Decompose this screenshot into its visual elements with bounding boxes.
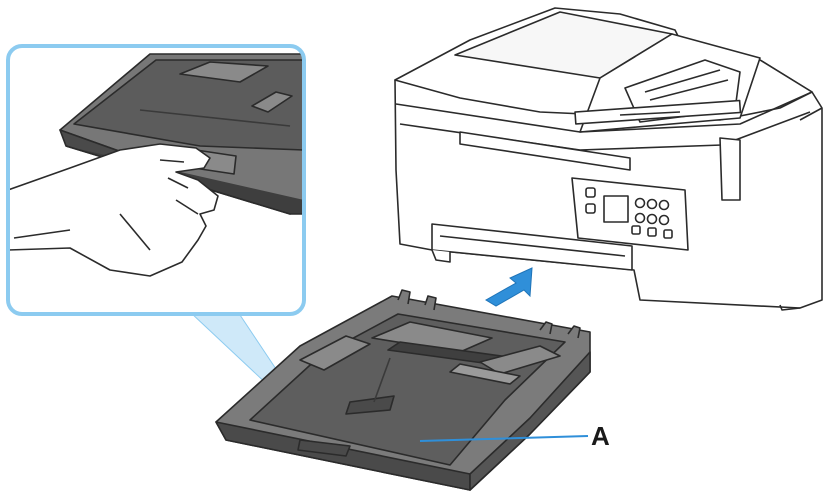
panel-buttons [585, 187, 673, 239]
callout-label-a: A [591, 421, 610, 451]
zoom-detail [6, 44, 306, 316]
printer [394, 7, 823, 311]
output-slot [459, 131, 631, 171]
control-panel [571, 177, 689, 251]
arrow-insert-icon [485, 267, 533, 307]
cassette-slot [431, 223, 633, 271]
hand [8, 143, 219, 277]
lcd-screen [603, 195, 629, 223]
paper-guide-left [299, 335, 371, 371]
paper-cassette [215, 289, 591, 491]
zoom-frame [6, 44, 306, 316]
adf-slot [574, 99, 742, 125]
callout-leader [419, 435, 589, 442]
cassette-handle [297, 439, 351, 457]
